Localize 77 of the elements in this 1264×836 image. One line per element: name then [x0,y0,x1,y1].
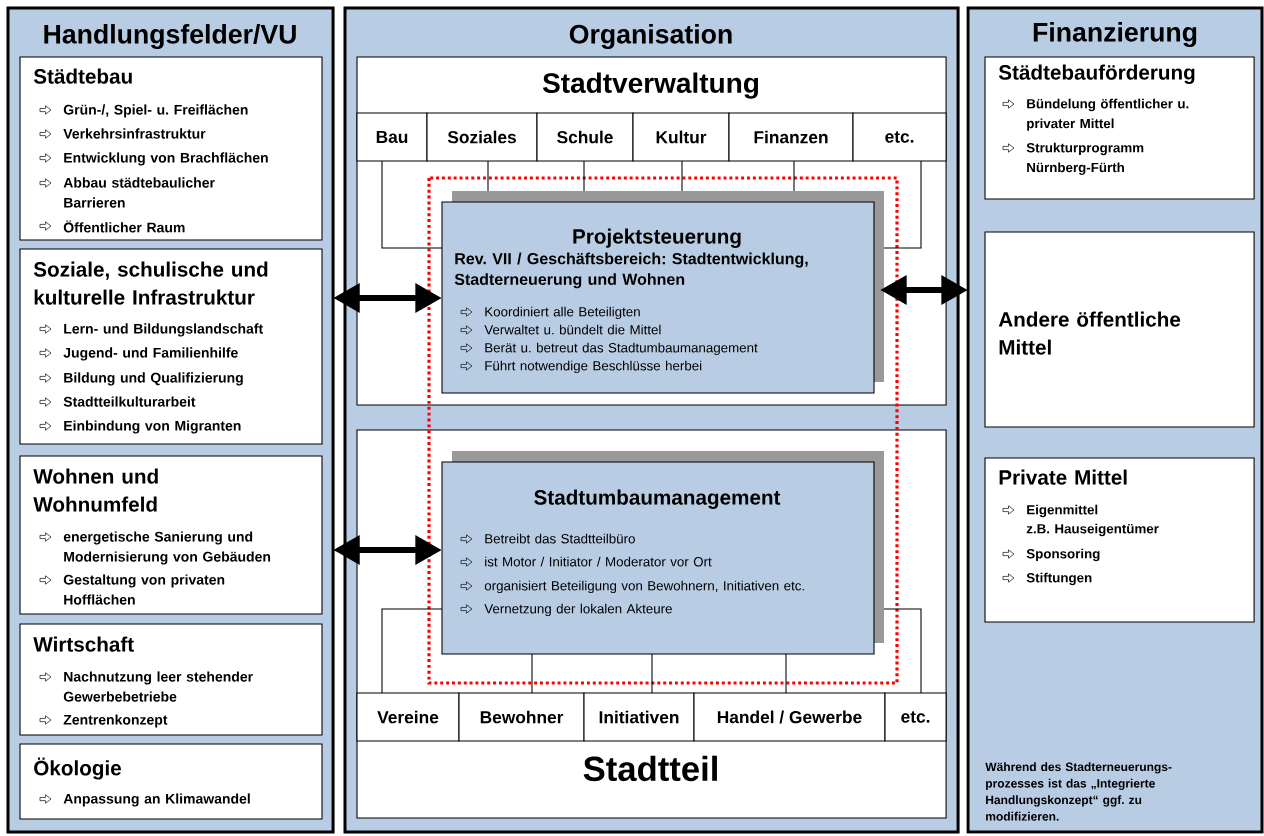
list-item: organisiert Beteiligung von Bewohnern, Initiativen etc. [484,580,804,594]
list-item: Jugend- und Familienhilfe [63,347,238,361]
box-heading: Städtebauförderung [998,64,1195,84]
list-item: Lern- und Bildungslandschaft [64,323,263,337]
connector-line [583,160,585,192]
list-item: Führt notwendige Beschlüsse herbei [485,360,702,374]
process-box [441,191,884,394]
process-box [441,451,884,655]
list-item: Abbau städtebaulicher Barrieren [63,177,215,208]
topic-box [984,457,1255,623]
department-cell: Initiativen [583,692,695,742]
list-item: Strukturprogramm Nürnberg-Fürth [1026,142,1144,175]
box-heading: Wirtschaft [33,636,134,652]
department-cell: Schule [536,112,634,162]
connector-line [681,160,683,192]
list-item: Betreibt das Stadtteilbüro [485,533,635,544]
list-item: energetische Sanierung und Modernisierung von Gebäuden [63,531,271,565]
topic-box [19,743,323,820]
box-heading: Städtebau [33,68,132,84]
box-heading: Soziale, schulische und kulturelle Infrastruktur [33,261,268,305]
note-text: Während des Stadterneuerungs-prozesses ist das „Integrierte Handlungskonzept“ ggf. zu modifizieren. [985,762,1172,821]
box-heading: Ökologie [34,757,121,780]
list-item: Entwicklung von Brachflächen [64,152,268,166]
topic-box [19,56,323,241]
list-item: Nachnutzung leer stehender Gewerbebetriebe [63,671,253,702]
list-item: ist Motor / Initiator / Moderator vor Ort [485,556,712,567]
panel-title: Handlungsfelder/VU [44,24,296,50]
topic-box [19,623,323,736]
list-item: z.B. Hauseigentümer [1026,523,1159,537]
list-item: Eigenmittel [1027,504,1098,518]
list-item: Sponsoring [1026,548,1100,562]
list-item: Vernetzung der lokalen Akteure [484,603,672,617]
connector-line [883,160,922,249]
panel-title: Finanzierung [1033,22,1197,48]
department-cell: Soziales [426,112,538,162]
box-heading: Wohnen und Wohnumfeld [33,468,158,512]
department-cell: etc. [884,692,947,742]
connector-line [793,160,795,192]
department-cell: etc. [852,112,947,162]
box-heading: Private Mittel [999,469,1127,485]
list-item: Berät u. betreut das Stadtumbaumanagement [485,342,758,356]
connector-line [487,160,489,192]
department-cell: Vereine [356,692,460,742]
box-subtitle: Rev. VII / Geschäftsbereich: Stadtentwicklung, Stadterneuerung und Wohnen [454,252,808,289]
connector-line [651,653,653,694]
department-cell: Finanzen [728,112,854,162]
connector-line [381,608,443,694]
list-item: Stadtteilkulturarbeit [63,396,196,407]
topic-box [984,231,1255,428]
box-heading: Stadtumbaumanagement [534,489,781,509]
department-cell: Bewohner [458,692,585,742]
department-cell: Kultur [632,112,730,162]
list-item: Bündelung öffentlicher u. privater Mittel [1027,98,1189,131]
connector-line [531,653,533,694]
list-item: Bildung und Qualifizierung [64,372,243,386]
list-item: Verkehrsinfrastruktur [63,128,206,139]
list-item: Verwaltet u. bündelt die Mittel [484,324,661,335]
topic-box [19,455,323,615]
list-item: Grün-/, Spiel- u. Freiflächen [63,104,248,118]
connector-line [883,608,922,694]
box-heading: Andere öffentliche Mittel [998,311,1181,355]
list-item: Anpassung an Klimawandel [63,793,250,807]
list-item: Zentrenkonzept [63,714,168,728]
list-item: Öffentlicher Raum [63,220,185,233]
box-heading: Stadtverwaltung [542,72,759,99]
department-cell: Bau [356,112,428,162]
topic-box [19,248,323,445]
connector-line [785,653,787,694]
list-item: Gestaltung von privaten Hofflächen [63,574,225,605]
panel-title: Organisation [569,24,732,50]
topic-box [984,56,1255,200]
list-item: Koordiniert alle Beteiligten [485,306,640,320]
list-item: Stiftungen [1026,572,1092,586]
box-heading: Projektsteuerung [573,228,741,248]
connector-line [381,160,443,249]
box-heading: Stadtteil [583,755,717,782]
list-item: Einbindung von Migranten [64,420,241,434]
